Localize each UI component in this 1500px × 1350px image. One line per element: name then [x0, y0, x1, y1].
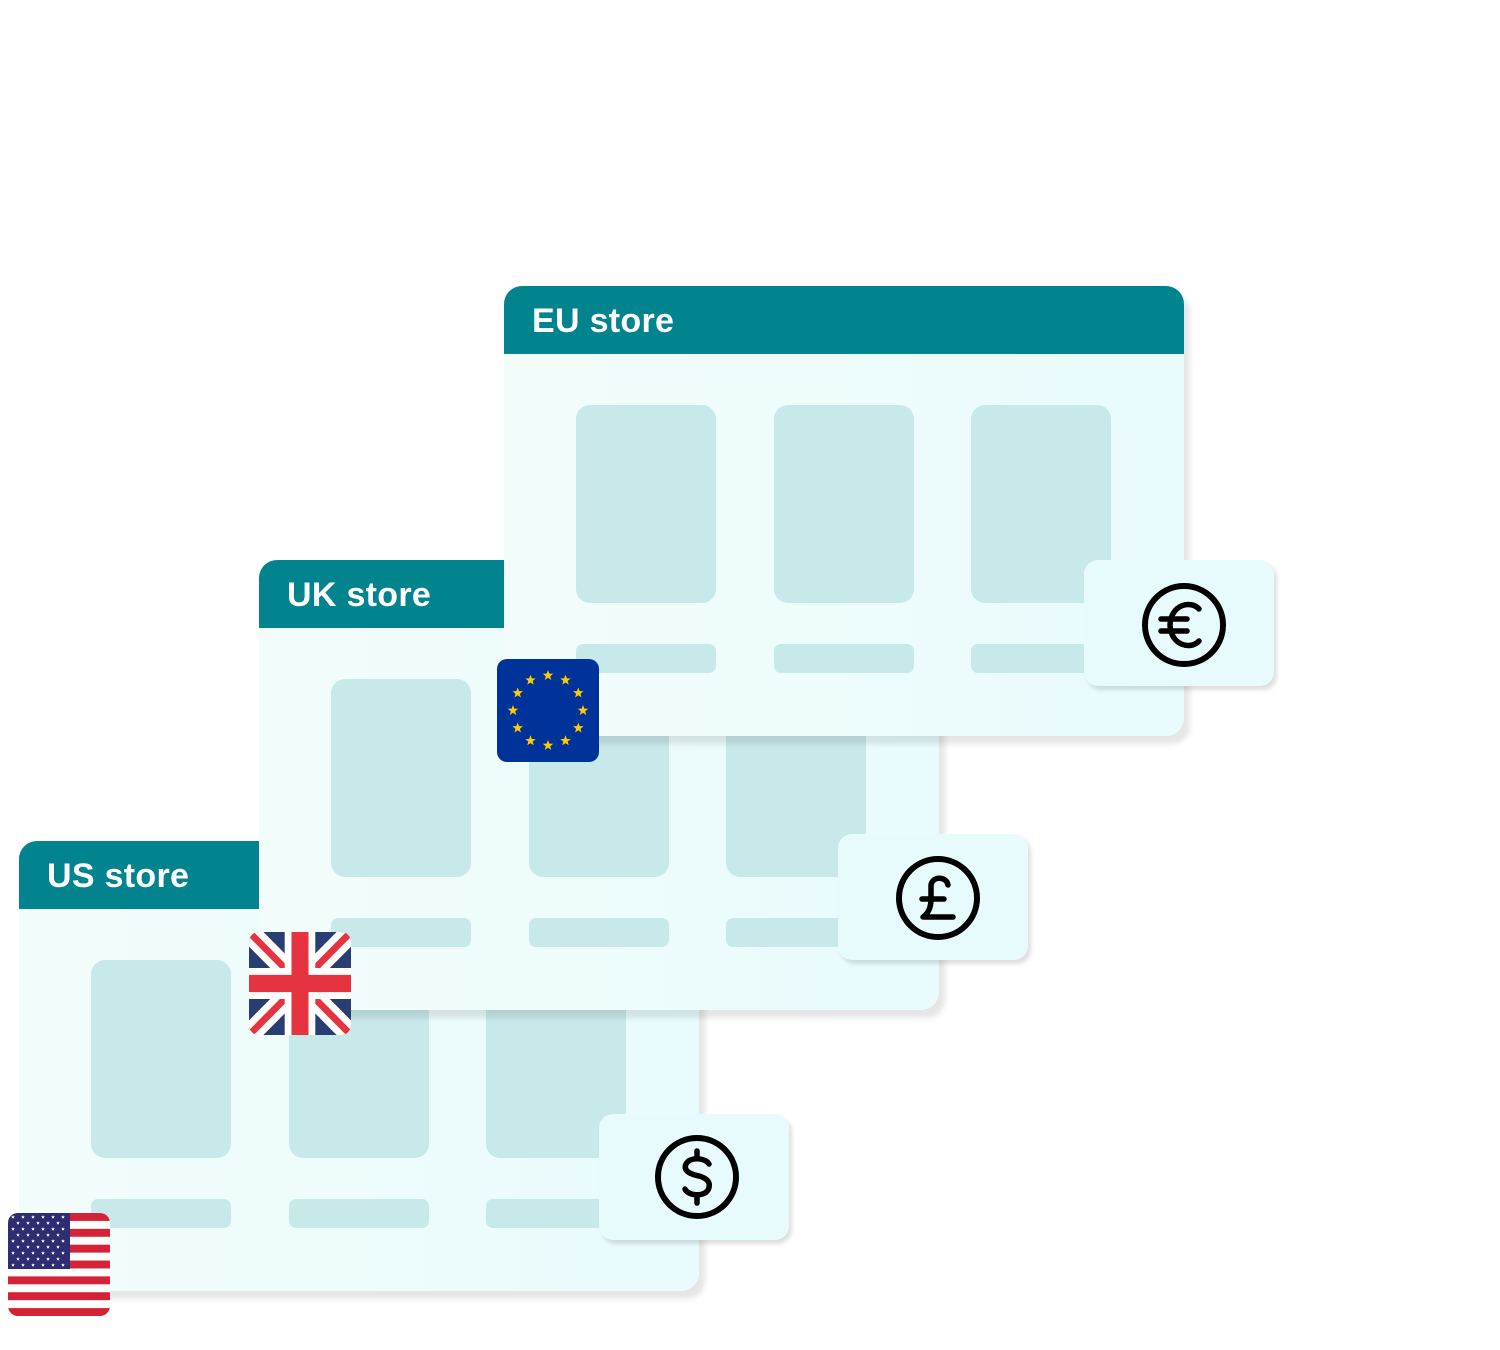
product-label-placeholder — [289, 1199, 429, 1228]
product-label-placeholder — [91, 1199, 231, 1228]
product-card-placeholder — [91, 960, 231, 1158]
product-card-placeholder — [576, 405, 716, 603]
product-label-placeholder — [774, 644, 914, 673]
dollar-circle-icon — [655, 1135, 739, 1219]
eu-store-title: EU store — [532, 302, 675, 340]
product-card-placeholder — [774, 405, 914, 603]
product-label-placeholder — [529, 918, 669, 947]
uk-store-title: UK store — [287, 576, 432, 614]
eu-store-panel: EU store — [504, 286, 1184, 736]
product-label-placeholder — [576, 644, 716, 673]
product-card-placeholder — [331, 679, 471, 877]
euro-circle-icon — [1142, 583, 1226, 667]
product-label-placeholder — [331, 918, 471, 947]
us-flag-icon — [8, 1213, 110, 1316]
pound-currency-badge — [838, 834, 1028, 960]
dollar-currency-badge — [599, 1114, 789, 1240]
uk-flag-icon — [249, 932, 351, 1035]
euro-currency-badge — [1084, 560, 1274, 686]
us-store-title: US store — [47, 857, 190, 895]
eu-flag-icon — [497, 659, 599, 762]
eu-store-header: EU store — [504, 286, 1184, 354]
pound-circle-icon — [896, 856, 980, 940]
